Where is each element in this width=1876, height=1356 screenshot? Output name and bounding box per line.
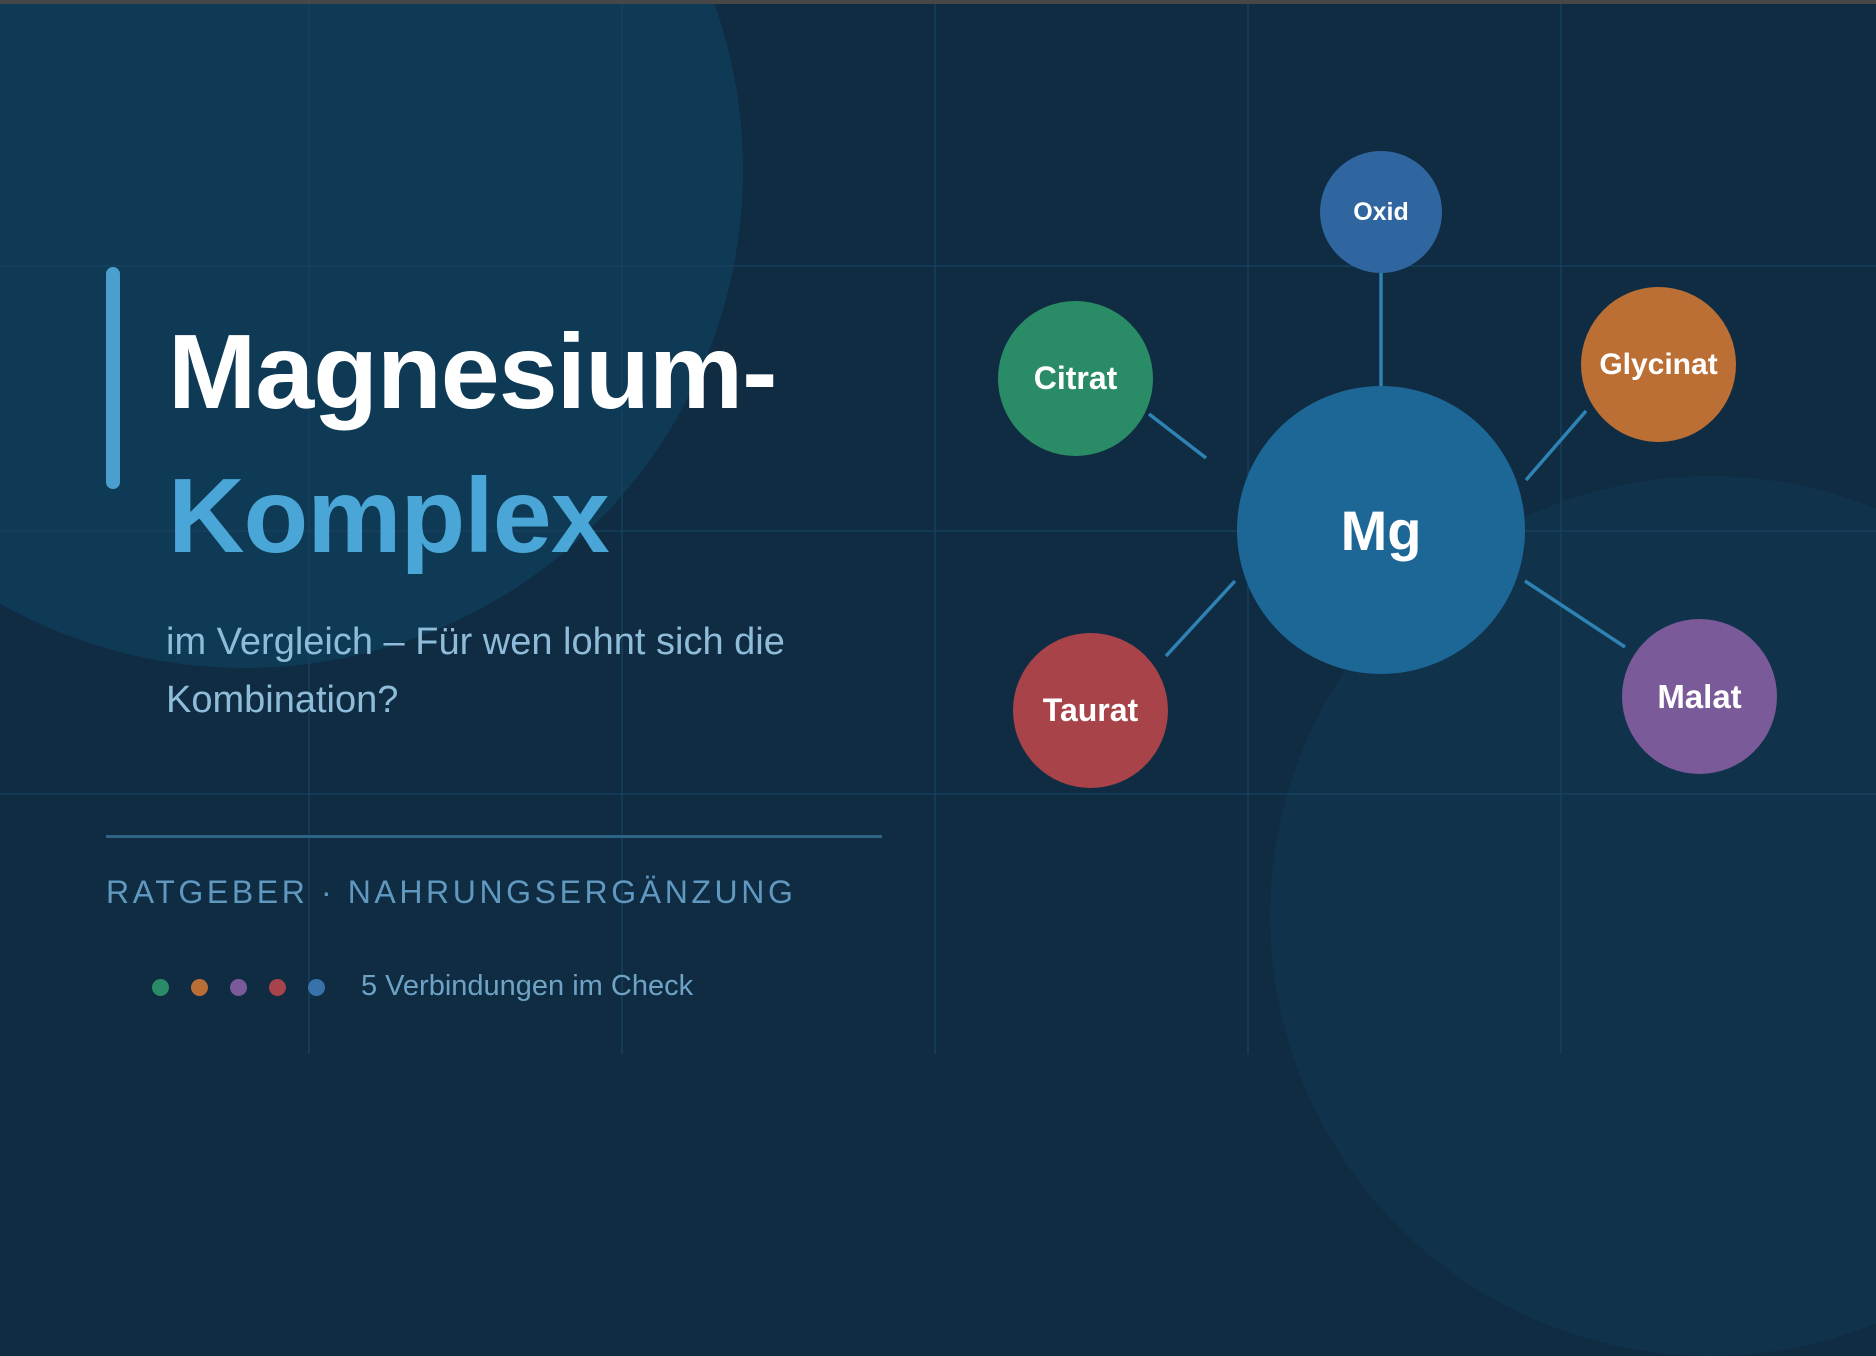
divider [106,835,882,838]
connector-lines [1147,273,1626,658]
magnesium-compound-diagram: Mg Oxid Citrat Glycinat Taurat Malat [998,151,1777,788]
connector-citrat [1147,412,1208,460]
node-taurat: Taurat [1013,633,1168,788]
connector-glycinat [1524,409,1588,482]
legend-dot-glycinat [191,979,208,996]
legend-dot-malat [230,979,247,996]
node-citrat-label: Citrat [1033,360,1118,396]
category-label: RATGEBER · NAHRUNGSERGÄNZUNG [106,874,797,910]
background-grid [0,0,1876,1054]
node-oxid-label: Oxid [1353,197,1409,226]
legend-dot-citrat [152,979,169,996]
node-malat-label: Malat [1657,677,1742,715]
connector-malat [1524,579,1626,649]
node-malat: Malat [1622,619,1777,774]
node-mg-label: Mg [1340,498,1422,562]
node-taurat-label: Taurat [1042,692,1139,728]
legend-dot-oxid [308,979,325,996]
node-citrat: Citrat [998,301,1153,456]
node-glycinat: Glycinat [1581,287,1736,442]
compound-count-text: 5 Verbindungen im Check [361,970,694,1002]
page-title-line-2: Komplex [168,457,610,575]
connector-taurat [1164,579,1237,658]
subtitle: im Vergleich – Für wen lohnt sich die Ko… [166,621,785,721]
legend-dots [152,979,325,996]
legend-dot-taurat [269,979,286,996]
node-glycinat-label: Glycinat [1599,347,1718,381]
node-oxid: Oxid [1320,151,1442,273]
title-accent-bar [106,267,120,489]
page-title-line-1: Magnesium- [168,313,777,431]
window-top-bar [0,0,1876,4]
node-mg-center: Mg [1237,386,1525,674]
